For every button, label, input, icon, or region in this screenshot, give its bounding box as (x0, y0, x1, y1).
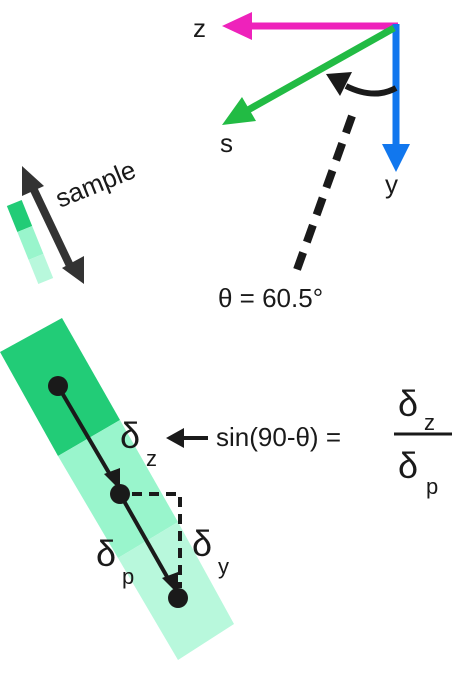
delta-p-segment-1 (56, 384, 114, 480)
delta-z-symbol: δ (120, 415, 140, 456)
equation-numerator-subscript: z (424, 410, 435, 435)
sample-arrowhead-up (22, 166, 44, 196)
delta-p-segment-2 (118, 493, 172, 583)
sample-segment-light (17, 226, 44, 260)
delta-p-symbol: δ (96, 533, 116, 574)
delta-y-dashed-bracket (132, 492, 182, 588)
delta-p-arrowhead-1 (104, 468, 120, 490)
delta-y-symbol: δ (192, 523, 212, 564)
z-axis-arrowhead (222, 12, 252, 40)
axes-group: z s y (193, 12, 410, 280)
delta-y-subscript: y (218, 554, 229, 579)
s-axis-arrowhead (222, 97, 256, 125)
delta-p-subscript: p (122, 564, 134, 589)
sample-arrowhead-down (62, 256, 84, 284)
theta-label: θ = 60.5° (218, 283, 323, 313)
equation-lhs: sin(90-θ) = (216, 422, 341, 452)
equation-denominator-subscript: p (426, 474, 438, 499)
sample-label: sample (51, 154, 140, 213)
equation-numerator-symbol: δ (398, 383, 418, 424)
sample-double-arrow-line (30, 188, 76, 272)
delta-z-subscript: z (146, 446, 157, 471)
sample-segment-light-2 (28, 253, 54, 284)
delta-z-pointer-arrowhead (166, 428, 184, 448)
s-axis-label: s (220, 128, 233, 158)
sample-segment-dark (6, 200, 33, 233)
angle-leader-dashed (290, 114, 356, 280)
s-axis-line (246, 24, 396, 114)
y-axis-arrowhead (382, 144, 410, 172)
point-end (168, 588, 188, 608)
angle-arc (344, 83, 398, 97)
sample-icon (6, 166, 84, 284)
z-axis-label: z (193, 13, 206, 43)
delta-p-arrowhead-2 (162, 572, 178, 594)
angle-arc-arrowhead (326, 72, 352, 96)
equation-denominator-symbol: δ (398, 445, 418, 486)
point-middle (110, 484, 130, 504)
y-axis-label: y (385, 169, 398, 199)
point-start (48, 376, 68, 396)
